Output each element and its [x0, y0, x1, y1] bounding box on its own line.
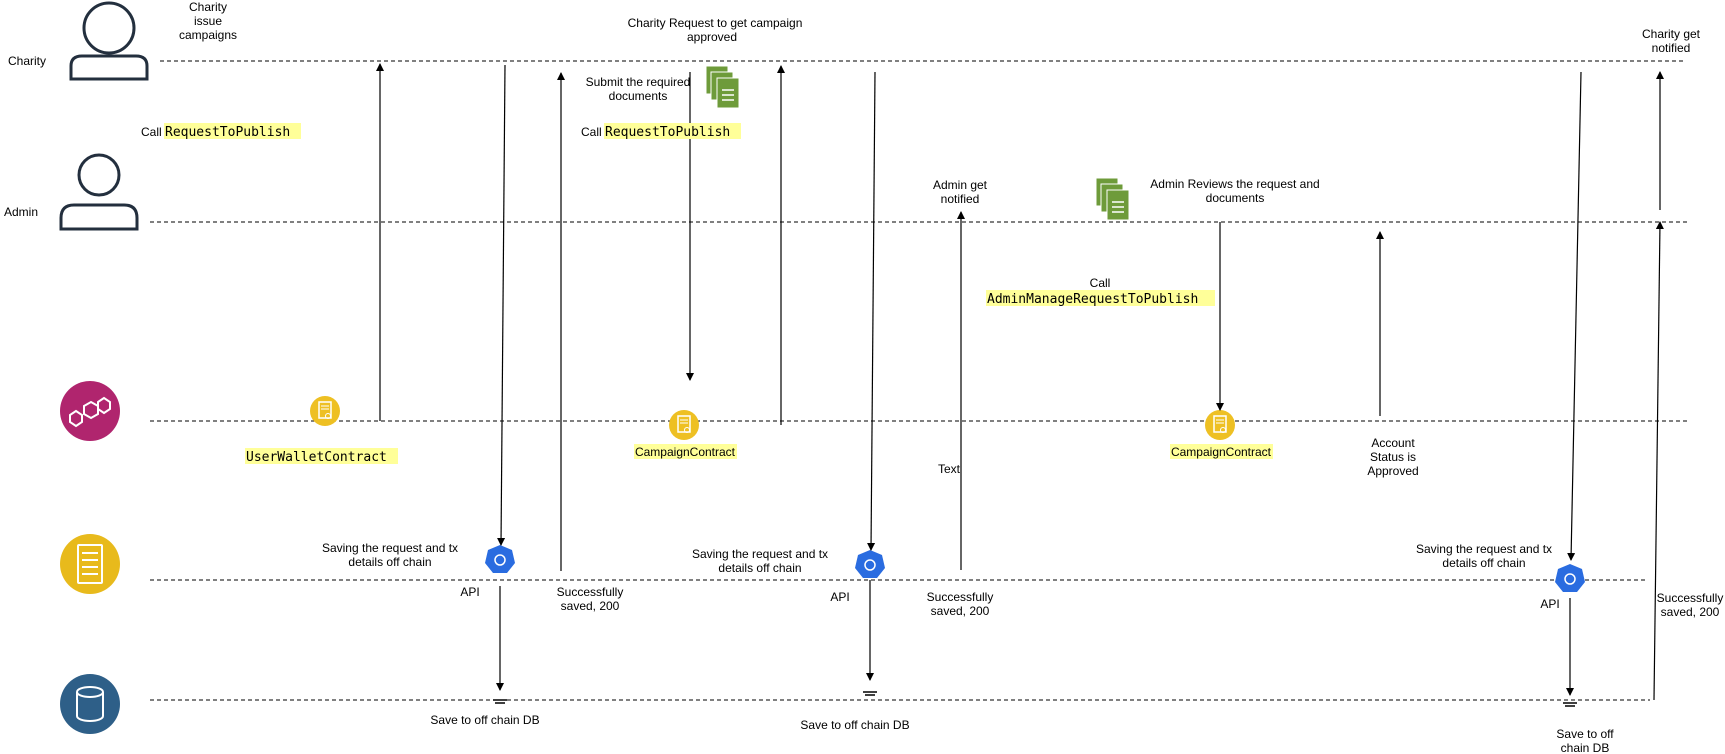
db-write-marker — [863, 691, 877, 696]
call-label: Call — [1090, 276, 1111, 290]
highlight-background — [634, 444, 737, 459]
api-label: API — [830, 590, 849, 604]
function-name: AdminManageRequestToPublish — [987, 292, 1198, 307]
step-label: details off chain — [1442, 556, 1525, 570]
documents-icon — [1095, 177, 1130, 221]
step-label: Saving the request and tx — [1416, 542, 1552, 556]
flow-arrow — [867, 71, 876, 551]
db-write-marker — [1563, 702, 1577, 707]
step-label: details off chain — [718, 561, 801, 575]
step-label: Saving the request and tx — [692, 547, 828, 561]
call-label: Call — [581, 125, 602, 139]
db-write-marker — [493, 699, 507, 704]
step-label: Submit the required — [586, 75, 691, 89]
db-label: Save to off — [1556, 727, 1614, 741]
server-icon — [60, 534, 120, 594]
user-icon — [59, 153, 139, 231]
text-placeholder: Text — [938, 462, 961, 476]
response-label: saved, 200 — [1661, 605, 1720, 619]
db-label: chain DB — [1561, 741, 1610, 754]
admin-lane-title: Admin — [4, 205, 38, 219]
step-label: Admin Reviews the request and — [1150, 177, 1319, 191]
response-label: Successfully — [1657, 591, 1724, 605]
highlight-background — [1170, 444, 1273, 459]
flow-arrow — [1653, 221, 1664, 701]
step-label: details off chain — [348, 555, 431, 569]
step-label: Charity Request to get campaign — [628, 16, 803, 30]
smart-contract-icon — [310, 396, 340, 426]
api-label: API — [460, 585, 479, 599]
user-icon — [69, 1, 149, 81]
step-label: campaigns — [179, 28, 237, 42]
contract-name: UserWalletContract — [246, 450, 387, 465]
blockchain-network-icon — [60, 381, 120, 441]
contract-name: CampaignContract — [635, 445, 736, 459]
response-label: Successfully — [557, 585, 624, 599]
step-label: approved — [687, 30, 737, 44]
response-label: Successfully — [927, 590, 994, 604]
step-label: Status is — [1370, 450, 1416, 464]
highlight-background — [986, 290, 1215, 306]
response-label: saved, 200 — [561, 599, 620, 613]
step-label: Approved — [1367, 464, 1418, 478]
function-name: RequestToPublish — [605, 125, 730, 140]
flow-arrow — [1567, 71, 1582, 561]
step-label: Admin get — [933, 178, 988, 192]
contract-name: CampaignContract — [1171, 445, 1272, 459]
database-icon — [60, 674, 120, 734]
highlight-background — [245, 448, 398, 464]
api-service-icon — [485, 545, 515, 573]
highlight-background — [604, 123, 741, 139]
step-label: issue — [194, 14, 222, 28]
step-label: documents — [609, 89, 668, 103]
smart-contract-icon — [1205, 410, 1235, 440]
step-label: Account — [1371, 436, 1415, 450]
api-service-icon — [855, 550, 885, 578]
step-label: notified — [941, 192, 980, 206]
highlight-background — [164, 123, 301, 139]
flow-arrow — [497, 64, 506, 546]
step-label: documents — [1206, 191, 1265, 205]
step-label: Charity — [189, 0, 227, 14]
step-label: notified — [1652, 41, 1691, 55]
function-name: RequestToPublish — [165, 125, 290, 140]
step-label: Charity get — [1642, 27, 1701, 41]
call-label: Call — [141, 125, 162, 139]
db-label: Save to off chain DB — [430, 713, 539, 727]
step-label: Saving the request and tx — [322, 541, 458, 555]
documents-icon — [705, 65, 740, 109]
api-label: API — [1540, 597, 1559, 611]
charity-lane-title: Charity — [8, 54, 46, 68]
api-service-icon — [1555, 564, 1585, 592]
response-label: saved, 200 — [931, 604, 990, 618]
smart-contract-icon — [669, 410, 699, 440]
db-label: Save to off chain DB — [800, 718, 909, 732]
